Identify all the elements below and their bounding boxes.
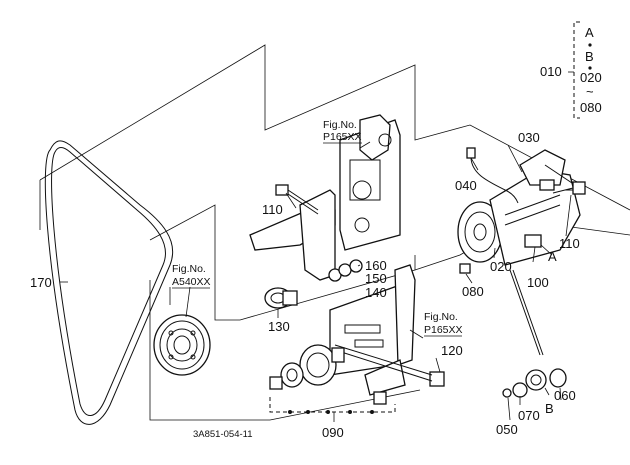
legend-from-label: 020 [580, 70, 602, 85]
callout-060: 060 [554, 388, 576, 403]
legend-a-label: A [585, 25, 594, 40]
callout-120: 120 [441, 343, 463, 358]
callout-170: 170 [30, 275, 52, 290]
panel-outlines [39, 44, 630, 421]
bolt-110-left [275, 184, 319, 215]
fig-ref-3-code: P165XX [424, 324, 463, 336]
mounting-bracket-upper [249, 114, 401, 281]
callout-070: 070 [518, 408, 540, 423]
callout-130: 130 [268, 319, 290, 334]
callout-020: 020 [490, 259, 512, 274]
legend-tilde-label: ~ [586, 84, 594, 99]
callout-110-left: 110 [262, 202, 283, 217]
callout-090: 090 [322, 425, 344, 440]
callout-030: 030 [518, 130, 540, 145]
washers-140-160 [328, 259, 363, 282]
callout-b: B [545, 401, 554, 416]
callout-110-right: 110 [559, 236, 580, 251]
bolt-110-right [552, 181, 586, 195]
legend-bracket [568, 21, 592, 119]
fig-ref-2-label: Fig.No. [172, 263, 206, 275]
callout-050: 050 [496, 422, 518, 437]
v-belt [44, 140, 174, 425]
ac-compressor [457, 149, 585, 266]
callout-160: 160 [365, 258, 387, 273]
parts-group-090 [269, 344, 387, 405]
tension-bolt [334, 344, 445, 387]
tension-bracket [329, 264, 416, 396]
idler-pulley [264, 287, 298, 309]
fig-ref-3-label: Fig.No. [424, 311, 458, 323]
callout-140: 140 [365, 285, 387, 300]
callout-a: A [548, 249, 557, 264]
fig-ref-2-code: A540XX [172, 276, 211, 288]
clutch-parts [459, 263, 567, 398]
labels: 010 A B 020 ~ 080 Fig.No. P165XX Fig.No.… [30, 25, 602, 440]
drawing-code: 3A851-054-11 [193, 429, 253, 440]
callout-040: 040 [455, 178, 477, 193]
crank-pulley [153, 314, 211, 376]
legend-key-label: 010 [540, 64, 562, 79]
callout-100: 100 [527, 275, 549, 290]
fig-ref-1-label: Fig.No. [323, 119, 357, 131]
legend-b-label: B [585, 49, 594, 64]
callout-150: 150 [365, 271, 387, 286]
group-090-bracket [269, 397, 396, 422]
fig-ref-1-code: P165XX [323, 131, 362, 143]
leader-lines [60, 141, 572, 421]
legend-to-label: 080 [580, 100, 602, 115]
callout-080: 080 [462, 284, 484, 299]
